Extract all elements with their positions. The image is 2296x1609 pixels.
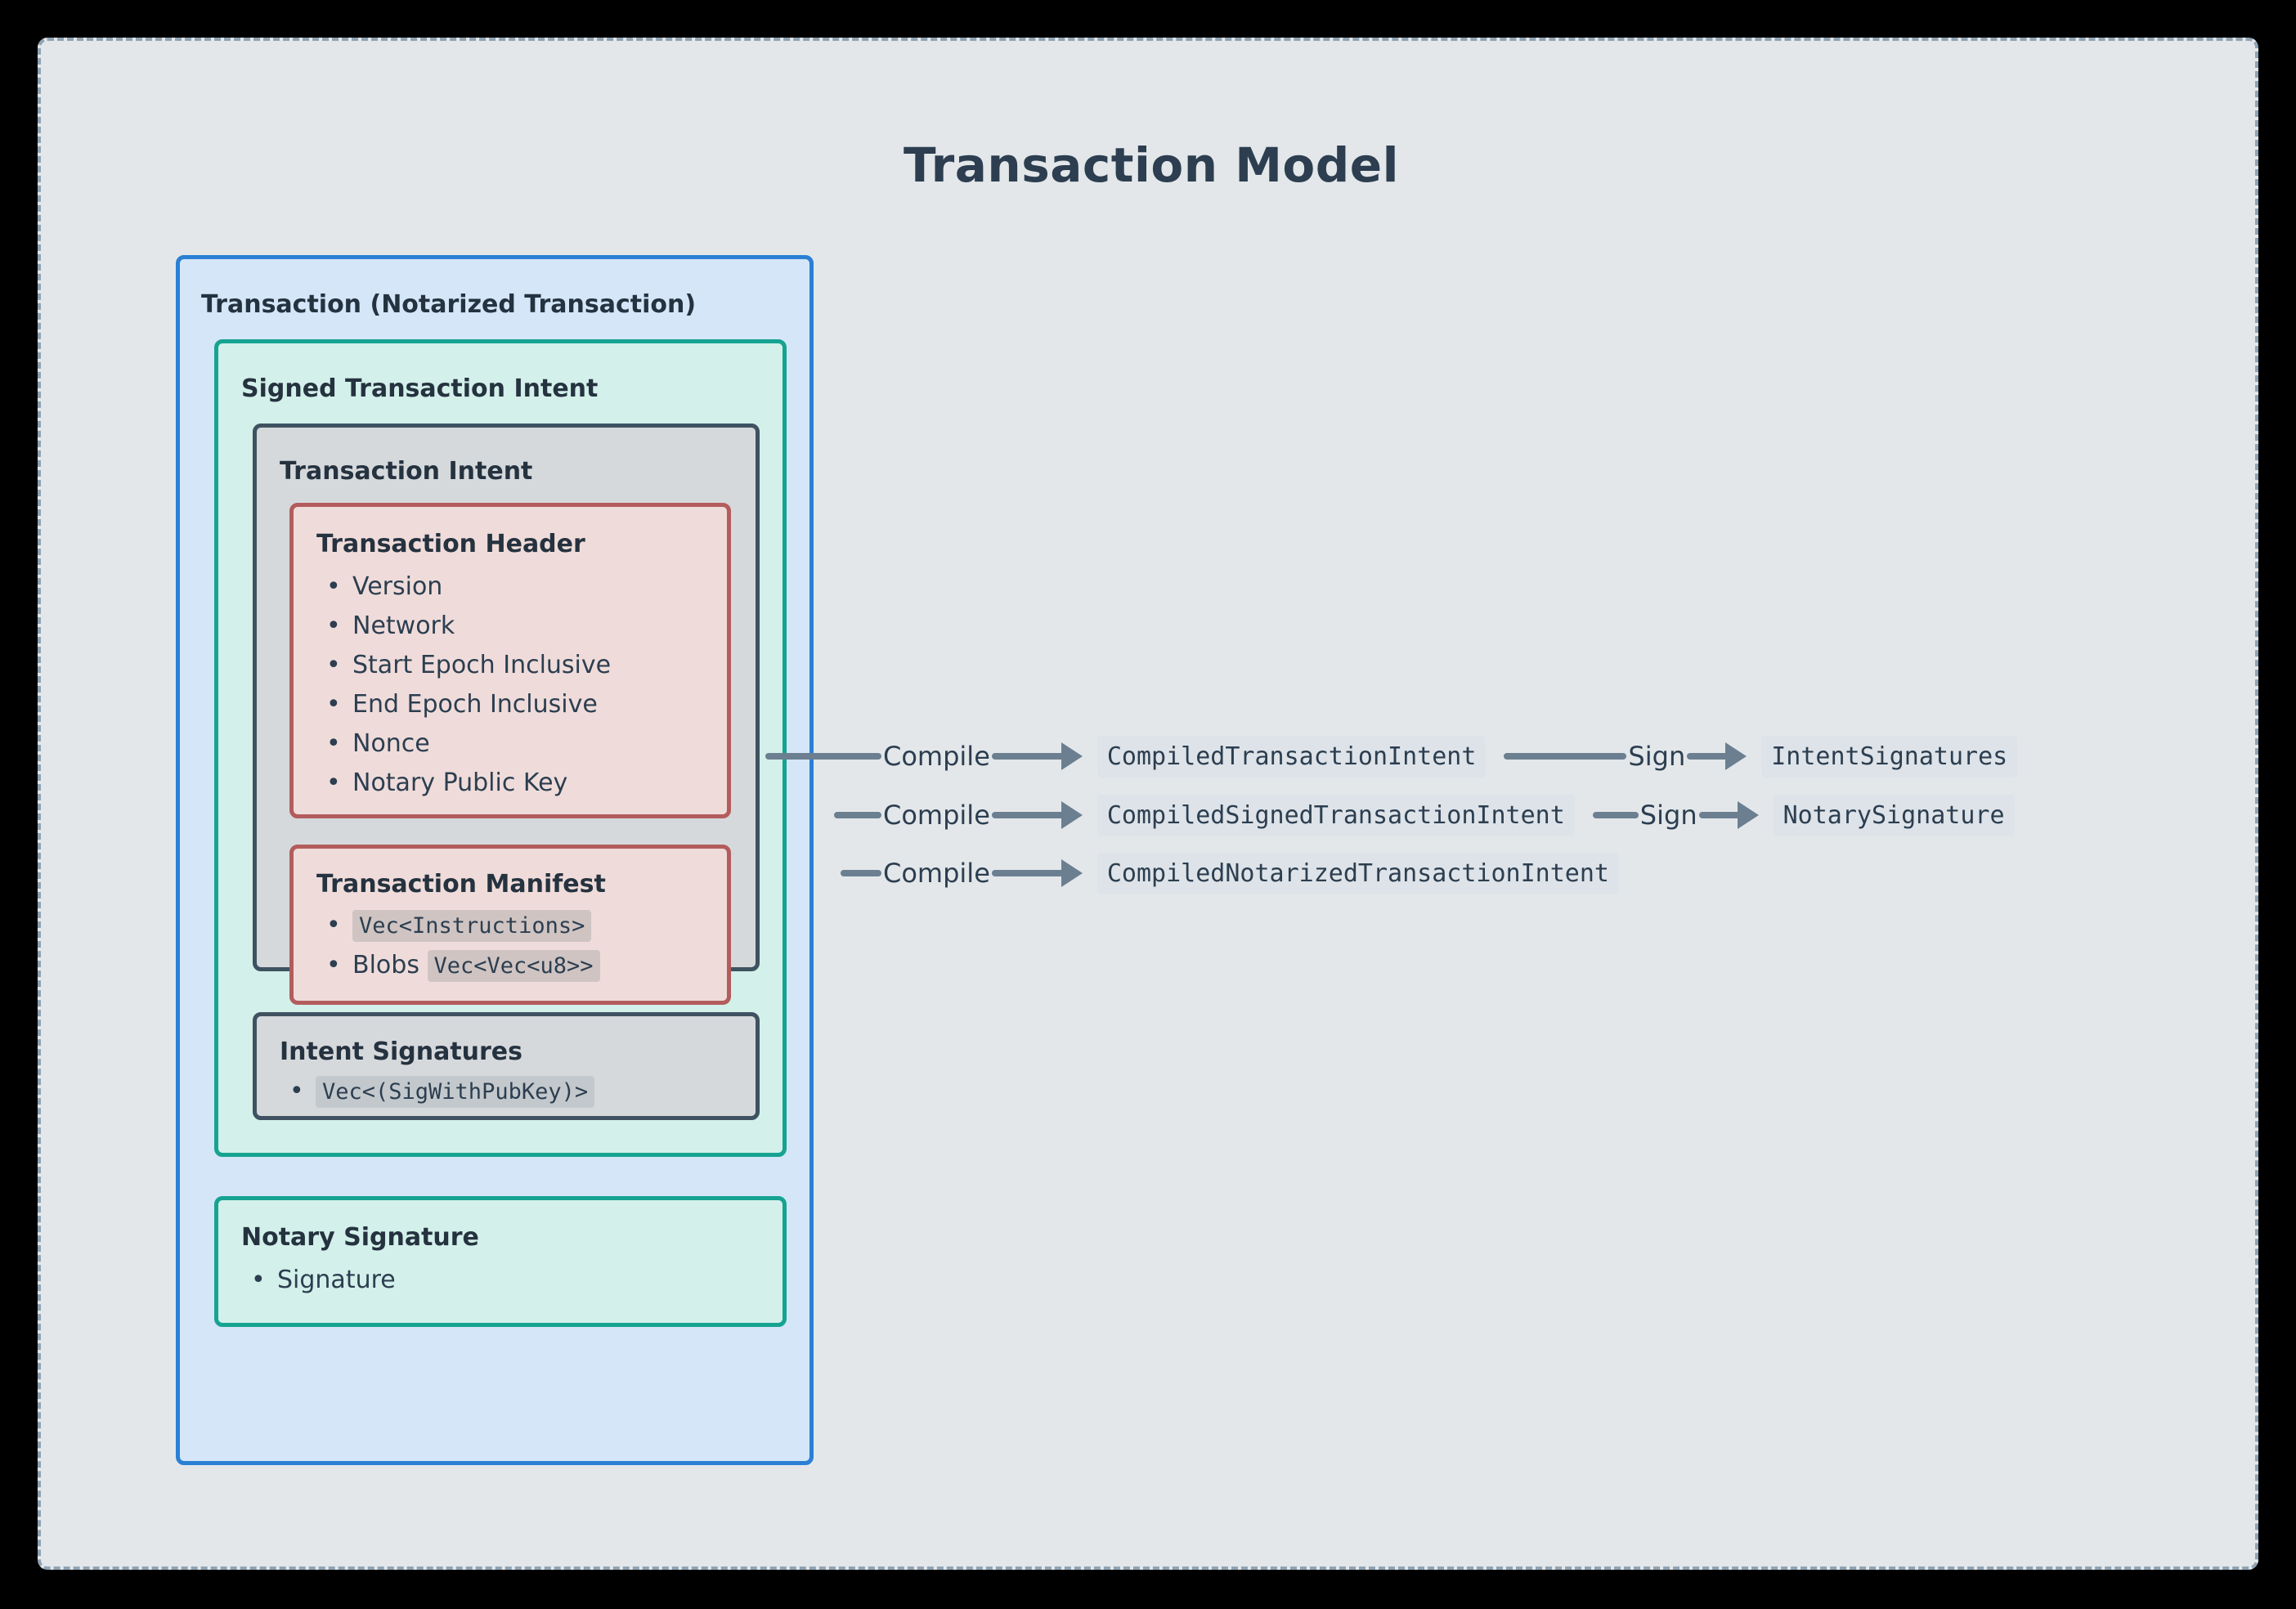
list-item: Blobs Vec<Vec<u8>> <box>316 946 600 986</box>
edge-line <box>834 812 881 818</box>
box-intent-signatures-title: Intent Signatures <box>280 1038 523 1066</box>
edge-label-compile: Compile <box>883 800 990 831</box>
node-notary-signature: NotarySignature <box>1773 794 2015 836</box>
flow-row: Compile CompiledSignedTransactionIntent … <box>834 791 2015 840</box>
edge-arrow <box>991 801 1083 829</box>
edge-label-compile: Compile <box>883 858 990 889</box>
box-transaction-title: Transaction (Notarized Transaction) <box>201 290 697 319</box>
list-item: Version <box>316 567 611 607</box>
flow-row: Compile CompiledTransactionIntent Sign I… <box>765 732 2018 781</box>
box-notary-signature-title: Notary Signature <box>241 1223 479 1252</box>
arrow-head <box>1737 801 1759 829</box>
box-signed-transaction-intent-title: Signed Transaction Intent <box>241 374 599 403</box>
list-item: Signature <box>241 1261 396 1300</box>
edge-line <box>1504 753 1627 760</box>
arrow-head <box>1061 801 1083 829</box>
arrow-shaft <box>1698 812 1738 818</box>
list-item: Notary Public Key <box>316 764 611 803</box>
edge-line <box>1592 812 1639 818</box>
type-code: Vec<Instructions> <box>352 910 592 942</box>
box-signed-transaction-intent: Signed Transaction Intent Transaction In… <box>214 339 787 1157</box>
arrow-head <box>1061 859 1083 887</box>
edge-label-sign: Sign <box>1628 741 1686 772</box>
list-item: Vec<(SigWithPubKey)> <box>280 1072 595 1112</box>
box-transaction-manifest-title: Transaction Manifest <box>316 870 606 899</box>
list-item: Vec<Instructions> <box>316 906 600 946</box>
notary-signature-list: Signature <box>241 1261 396 1300</box>
list-item: Network <box>316 607 611 646</box>
node-compiled-notarized-transaction-intent: CompiledNotarizedTransactionIntent <box>1096 852 1619 894</box>
arrow-shaft <box>991 753 1062 760</box>
transaction-manifest-list: Vec<Instructions> Blobs Vec<Vec<u8>> <box>316 906 600 986</box>
box-transaction-header: Transaction Header Version Network Start… <box>289 503 731 818</box>
edge-arrow <box>1698 801 1759 829</box>
arrow-head <box>1061 742 1083 770</box>
intent-signatures-list: Vec<(SigWithPubKey)> <box>280 1072 595 1112</box>
arrow-shaft <box>991 870 1062 876</box>
transaction-header-list: Version Network Start Epoch Inclusive En… <box>316 567 611 803</box>
box-transaction-manifest: Transaction Manifest Vec<Instructions> B… <box>289 845 731 1005</box>
list-item: End Epoch Inclusive <box>316 685 611 724</box>
arrow-shaft <box>1687 753 1727 760</box>
node-compiled-transaction-intent: CompiledTransactionIntent <box>1096 735 1487 778</box>
box-transaction: Transaction (Notarized Transaction) Sign… <box>176 255 814 1465</box>
flow-row: Compile CompiledNotarizedTransactionInte… <box>841 849 1619 898</box>
type-code: Vec<Vec<u8>> <box>427 950 600 982</box>
box-intent-signatures: Intent Signatures Vec<(SigWithPubKey)> <box>253 1012 760 1120</box>
edge-label-sign: Sign <box>1639 800 1697 831</box>
flow-diagram: Compile CompiledTransactionIntent Sign I… <box>41 41 2262 1573</box>
box-transaction-header-title: Transaction Header <box>316 530 585 558</box>
edge-line <box>765 753 881 760</box>
list-item: Start Epoch Inclusive <box>316 646 611 685</box>
edge-line <box>841 870 881 876</box>
list-item-label: Blobs <box>352 951 419 979</box>
edge-label-compile: Compile <box>883 741 990 772</box>
box-transaction-intent-title: Transaction Intent <box>280 457 533 486</box>
box-notary-signature: Notary Signature Signature <box>214 1196 787 1327</box>
arrow-head <box>1725 742 1747 770</box>
diagram-canvas: Transaction Model Transaction (Notarized… <box>38 38 2258 1570</box>
page-title: Transaction Model <box>903 137 1399 193</box>
list-item: Nonce <box>316 724 611 764</box>
edge-arrow <box>1687 742 1747 770</box>
arrow-shaft <box>991 812 1062 818</box>
type-code: Vec<(SigWithPubKey)> <box>316 1076 595 1108</box>
node-intent-signatures: IntentSignatures <box>1761 735 2018 778</box>
node-compiled-signed-transaction-intent: CompiledSignedTransactionIntent <box>1096 794 1575 836</box>
edge-arrow <box>991 859 1083 887</box>
box-transaction-intent: Transaction Intent Transaction Header Ve… <box>253 424 760 1005</box>
edge-arrow <box>991 742 1083 770</box>
